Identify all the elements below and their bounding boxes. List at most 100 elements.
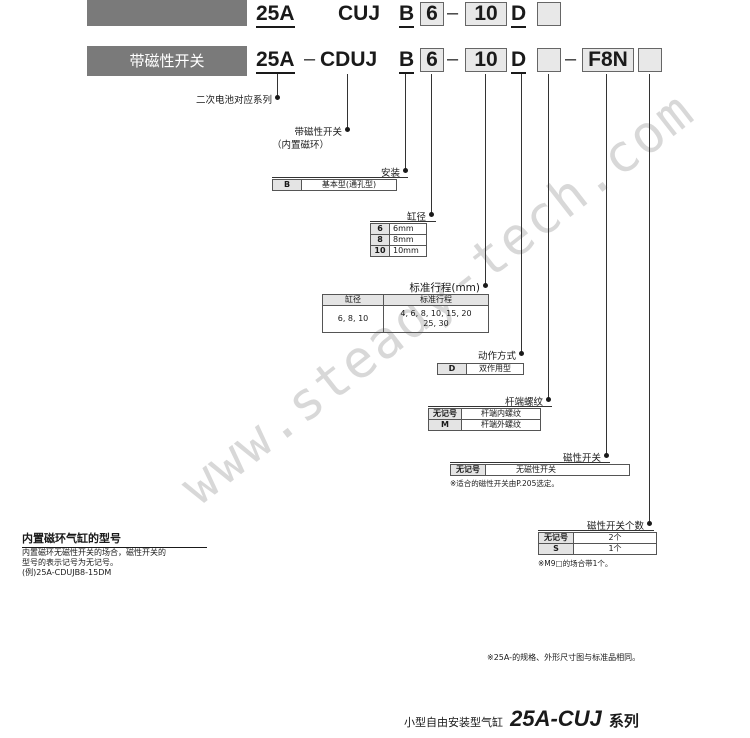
mounting-table: B 基本型(通孔型): [272, 179, 397, 191]
leader-mount: [405, 74, 406, 171]
builtin-magnet-title: 内置磁环气缸的型号: [22, 530, 207, 548]
dot-series: [345, 127, 350, 132]
leader-switch-count: [649, 74, 650, 524]
bore-value: 8mm: [389, 234, 427, 246]
rod-thread-key: M: [428, 419, 462, 431]
leader-bore: [431, 74, 432, 215]
row1-bore-box: 6: [420, 2, 444, 26]
row1-dash: –: [447, 2, 459, 24]
table-row: 无记号 无磁性开关: [450, 464, 630, 476]
table-header-row: 缸径 标准行程: [322, 294, 489, 306]
row2-series: CDUJ: [320, 48, 378, 71]
leader-prefix: [277, 74, 278, 98]
bore-key: 8: [370, 234, 390, 246]
switch-underline: [450, 462, 610, 463]
row1-mount: B: [399, 2, 415, 28]
callout-rod-thread: 杆端螺纹: [504, 397, 543, 408]
action-table: D 双作用型: [437, 363, 524, 375]
stroke-table: 缸径 标准行程 6, 8, 10 4, 6, 8, 10, 15, 20 25,…: [322, 294, 489, 333]
row2-stroke-box: 10: [465, 48, 507, 72]
callout-stroke: 标准行程(mm): [409, 282, 480, 294]
bore-key: 10: [370, 245, 390, 257]
switch-note: ※适合的磁性开关由P.205选定。: [450, 479, 559, 488]
table-row: 6, 8, 10 4, 6, 8, 10, 15, 20 25, 30: [322, 305, 489, 333]
row1-rod-thread-box: [537, 2, 561, 26]
builtin-magnet-line2: 型号的表示记号为无记号。: [22, 558, 118, 567]
spec-note: ※25A-的规格、外形尺寸图与标准品相同。: [487, 653, 641, 662]
footer-series-title: 小型自由安装型气缸 25A-CUJ 系列: [404, 706, 639, 732]
row2-dash1: –: [304, 48, 316, 70]
dot-switch-count: [647, 521, 652, 526]
stroke-values-line1: 4, 6, 8, 10, 15, 20: [400, 309, 472, 318]
table-row: B 基本型(通孔型): [272, 179, 397, 191]
table-row: D 双作用型: [437, 363, 524, 375]
footer-suffix: 系列: [608, 712, 639, 730]
callout-magnetic-switch: 带磁性开关: [294, 127, 342, 138]
row2-dash2: –: [447, 48, 459, 70]
mounting-key: B: [272, 179, 302, 191]
rod-thread-value: 杆端内螺纹: [461, 408, 541, 420]
switch-count-note: ※M9□的场合带1个。: [538, 559, 613, 568]
rod-thread-value: 杆端外螺纹: [461, 419, 541, 431]
stroke-values-line2: 25, 30: [423, 319, 449, 328]
dot-bore: [429, 212, 434, 217]
row1-prefix: 25A: [256, 2, 295, 28]
callout-switch: 磁性开关: [562, 453, 601, 464]
switch-table: 无记号 无磁性开关: [450, 464, 630, 476]
dot-switch: [604, 453, 609, 458]
row2-action: D: [511, 48, 527, 74]
callout-bore: 缸径: [406, 212, 426, 223]
row2-dash3: –: [565, 48, 577, 70]
dot-stroke: [483, 283, 488, 288]
bore-key: 6: [370, 223, 390, 235]
bore-value: 6mm: [389, 223, 427, 235]
switch-count-key: S: [538, 543, 574, 555]
stroke-values-cell: 4, 6, 8, 10, 15, 20 25, 30: [383, 305, 489, 333]
dot-prefix: [275, 95, 280, 100]
stroke-header-strokes: 标准行程: [383, 294, 489, 306]
rod-thread-underline: [428, 406, 552, 407]
footer-model: 25A-CUJ: [510, 706, 602, 731]
builtin-magnet-example: (例)25A-CDUJB8-15DM: [22, 568, 112, 577]
action-value: 双作用型: [466, 363, 524, 375]
footer-prefix: 小型自由安装型气缸: [404, 716, 503, 729]
row2-switch-box: F8N: [582, 48, 634, 72]
leader-switch: [606, 74, 607, 456]
switch-count-key: 无记号: [538, 532, 574, 544]
leader-stroke: [485, 74, 486, 286]
row2-bore-box: 6: [420, 48, 444, 72]
switch-count-underline: [538, 530, 654, 531]
row1-series: CUJ: [338, 2, 381, 25]
switch-key: 无记号: [450, 464, 486, 476]
callout-switch-count: 磁性开关个数: [586, 521, 644, 532]
dot-mount: [403, 168, 408, 173]
callout-magnetic-switch-sub: （内置磁环）: [272, 140, 330, 151]
row2-mount: B: [399, 48, 415, 74]
rod-thread-key: 无记号: [428, 408, 462, 420]
row2-rod-thread-box: [537, 48, 561, 72]
callout-secondary-battery: 二次电池对应系列: [195, 95, 272, 106]
mounting-value: 基本型(通孔型): [301, 179, 397, 191]
leader-action: [521, 74, 522, 354]
bore-underline: [370, 221, 436, 222]
callout-action: 动作方式: [477, 351, 516, 362]
row2-prefix: 25A: [256, 48, 295, 74]
row2-switch-count-box: [638, 48, 662, 72]
table-row: 无记号杆端内螺纹: [428, 408, 541, 420]
leader-rod-thread: [548, 74, 549, 400]
dot-action: [519, 351, 524, 356]
stroke-header-bore: 缸径: [322, 294, 384, 306]
row1-label-bar: [87, 0, 247, 26]
switch-value: 无磁性开关: [485, 464, 630, 476]
row1-action: D: [511, 2, 527, 28]
mounting-underline: [272, 177, 408, 178]
